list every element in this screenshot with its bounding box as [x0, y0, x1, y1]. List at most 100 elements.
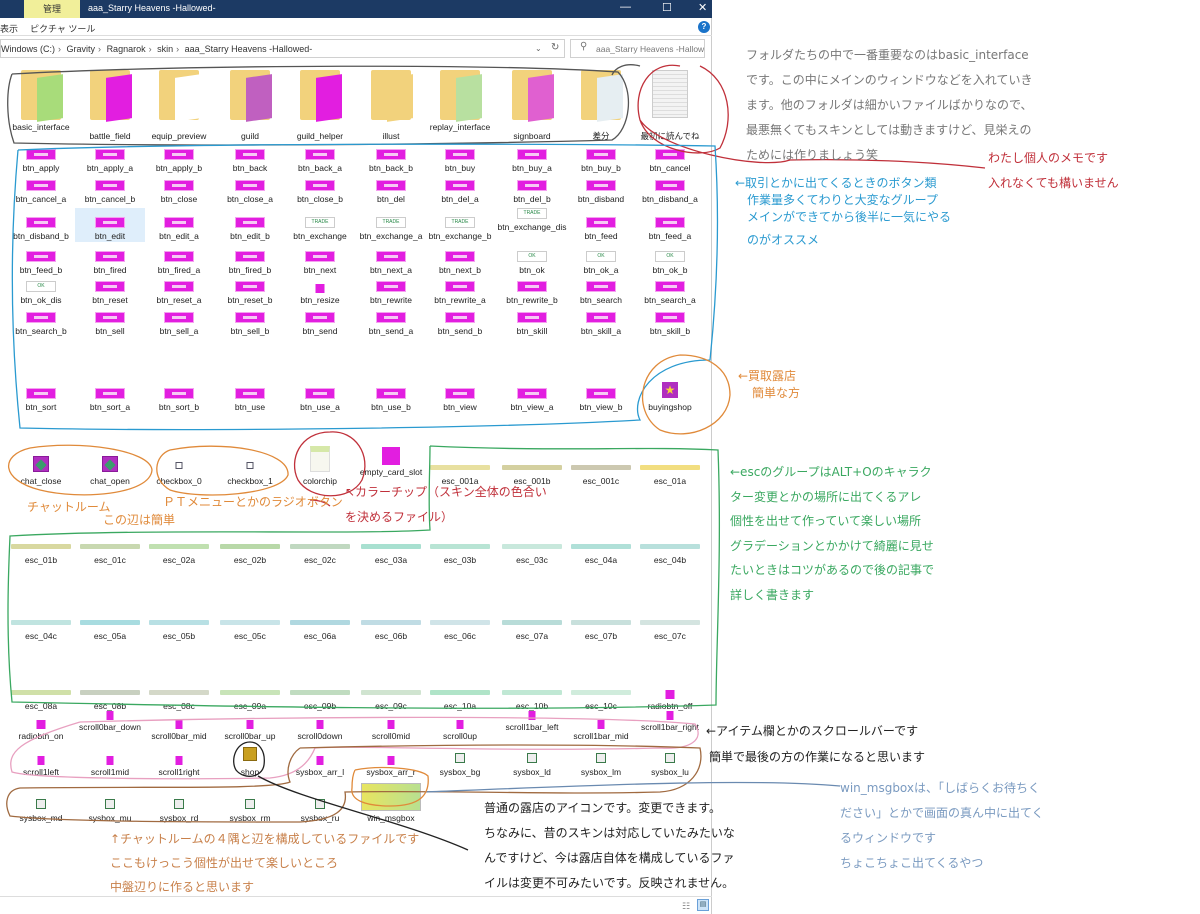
file-item[interactable]: sysbox_md: [6, 790, 76, 824]
file-item[interactable]: btn_sort_b: [144, 385, 214, 413]
file-item[interactable]: btn_buy_b: [566, 146, 636, 174]
folder-item[interactable]: guild_helper: [285, 66, 355, 142]
file-item[interactable]: btn_del_b: [497, 177, 567, 205]
file-item[interactable]: btn_edit: [75, 208, 145, 242]
file-item[interactable]: esc_02b: [215, 540, 285, 566]
search-input[interactable]: aaa_Starry Heavens -Hallow...: [570, 39, 705, 58]
file-item[interactable]: btn_rewrite_a: [425, 278, 495, 306]
breadcrumb-gravity[interactable]: Gravity: [66, 44, 96, 54]
file-item[interactable]: btn_view_a: [497, 385, 567, 413]
file-item[interactable]: btn_cancel_b: [75, 177, 145, 205]
file-item[interactable]: scroll1bar_mid: [566, 718, 636, 742]
file-item[interactable]: btn_skill_b: [635, 309, 705, 337]
file-item[interactable]: esc_07b: [566, 616, 636, 642]
file-item[interactable]: scroll0bar_down: [75, 711, 145, 742]
file-item[interactable]: btn_sell: [75, 309, 145, 337]
file-item[interactable]: btn_sort: [6, 385, 76, 413]
file-item[interactable]: btn_use_b: [356, 385, 426, 413]
file-item[interactable]: scroll1left: [6, 748, 76, 778]
file-item[interactable]: btn_rewrite_b: [497, 278, 567, 306]
file-item[interactable]: esc_04a: [566, 540, 636, 566]
folder-item[interactable]: signboard: [497, 66, 567, 142]
file-item[interactable]: sysbox_bg: [425, 748, 495, 778]
file-item[interactable]: esc_02a: [144, 540, 214, 566]
file-item[interactable]: btn_rewrite: [356, 278, 426, 306]
file-item[interactable]: btn_search_a: [635, 278, 705, 306]
file-item[interactable]: esc_01b: [6, 540, 76, 566]
file-item[interactable]: btn_apply_a: [75, 146, 145, 174]
file-item[interactable]: sysbox_lu: [635, 748, 705, 778]
file-item[interactable]: btn_search: [566, 278, 636, 306]
file-item[interactable]: btn_disband_b: [6, 208, 76, 242]
file-item[interactable]: btn_send: [285, 309, 355, 337]
file-item[interactable]: btn_view: [425, 385, 495, 413]
file-item[interactable]: scroll0up: [425, 718, 495, 742]
file-item[interactable]: btn_buy: [425, 146, 495, 174]
file-item[interactable]: ★buyingshop: [635, 382, 705, 413]
file-item[interactable]: btn_feed_b: [6, 248, 76, 276]
file-item[interactable]: sysbox_rd: [144, 790, 214, 824]
file-item[interactable]: sysbox_lm: [566, 748, 636, 778]
folder-item[interactable]: replay_interface: [425, 66, 495, 142]
file-item[interactable]: checkbox_0: [144, 455, 214, 487]
file-item[interactable]: radiobtn_off: [635, 686, 705, 712]
file-item[interactable]: esc_04c: [6, 616, 76, 642]
file-item[interactable]: esc_09b: [285, 686, 355, 712]
file-item[interactable]: shop: [215, 747, 285, 778]
help-icon[interactable]: ?: [698, 21, 710, 33]
file-item[interactable]: esc_07c: [635, 616, 705, 642]
file-item[interactable]: esc_09a: [215, 686, 285, 712]
file-item[interactable]: scroll1mid: [75, 748, 145, 778]
folder-item[interactable]: basic_interface: [6, 66, 76, 142]
file-item[interactable]: scroll0mid: [356, 718, 426, 742]
maximize-button[interactable]: ☐: [662, 2, 672, 14]
file-item[interactable]: btn_close_b: [285, 177, 355, 205]
file-item[interactable]: esc_02c: [285, 540, 355, 566]
folder-item[interactable]: guild: [215, 66, 285, 142]
file-item[interactable]: scroll1bar_left: [497, 711, 567, 742]
file-item[interactable]: btn_del_a: [425, 177, 495, 205]
folder-item[interactable]: 差分: [566, 66, 636, 142]
file-item[interactable]: btn_edit_a: [144, 208, 214, 242]
file-item[interactable]: sysbox_mu: [75, 790, 145, 824]
refresh-icon[interactable]: ↻: [551, 42, 560, 53]
file-item[interactable]: btn_feed: [566, 208, 636, 242]
file-item[interactable]: scroll0bar_mid: [144, 718, 214, 742]
file-item[interactable]: btn_send_a: [356, 309, 426, 337]
file-item[interactable]: btn_search_b: [6, 309, 76, 337]
file-item[interactable]: esc_04b: [635, 540, 705, 566]
file-item[interactable]: esc_05c: [215, 616, 285, 642]
file-item[interactable]: scroll1right: [144, 748, 214, 778]
file-item[interactable]: btn_del: [356, 177, 426, 205]
file-item[interactable]: btn_back_b: [356, 146, 426, 174]
file-item[interactable]: btn_sort_a: [75, 385, 145, 413]
breadcrumb-drive[interactable]: Windows (C:): [1, 44, 56, 54]
file-item[interactable]: btn_reset: [75, 278, 145, 306]
file-item[interactable]: btn_apply: [6, 146, 76, 174]
file-item[interactable]: scroll0down: [285, 718, 355, 742]
tab-manage[interactable]: 管理: [24, 0, 80, 18]
file-item[interactable]: btn_next_b: [425, 248, 495, 276]
folder-item[interactable]: illust: [356, 66, 426, 142]
file-item[interactable]: chat_open: [75, 455, 145, 487]
file-item[interactable]: btn_sell_a: [144, 309, 214, 337]
breadcrumb-skin[interactable]: skin: [157, 44, 174, 54]
file-item[interactable]: sysbox_ru: [285, 790, 355, 824]
file-item[interactable]: btn_resize: [285, 278, 355, 306]
file-item[interactable]: btn_view_b: [566, 385, 636, 413]
file-item[interactable]: btn_sell_b: [215, 309, 285, 337]
file-item[interactable]: esc_01c: [75, 540, 145, 566]
minimize-button[interactable]: —: [620, 1, 631, 13]
close-button[interactable]: ✕: [698, 2, 708, 14]
file-item[interactable]: scroll1bar_right: [635, 711, 705, 742]
file-item[interactable]: esc_03b: [425, 540, 495, 566]
file-item[interactable]: btn_disband: [566, 177, 636, 205]
file-item[interactable]: sysbox_rm: [215, 790, 285, 824]
file-item[interactable]: esc_06a: [285, 616, 355, 642]
file-item[interactable]: btn_fired_a: [144, 248, 214, 276]
file-item[interactable]: btn_skill: [497, 309, 567, 337]
